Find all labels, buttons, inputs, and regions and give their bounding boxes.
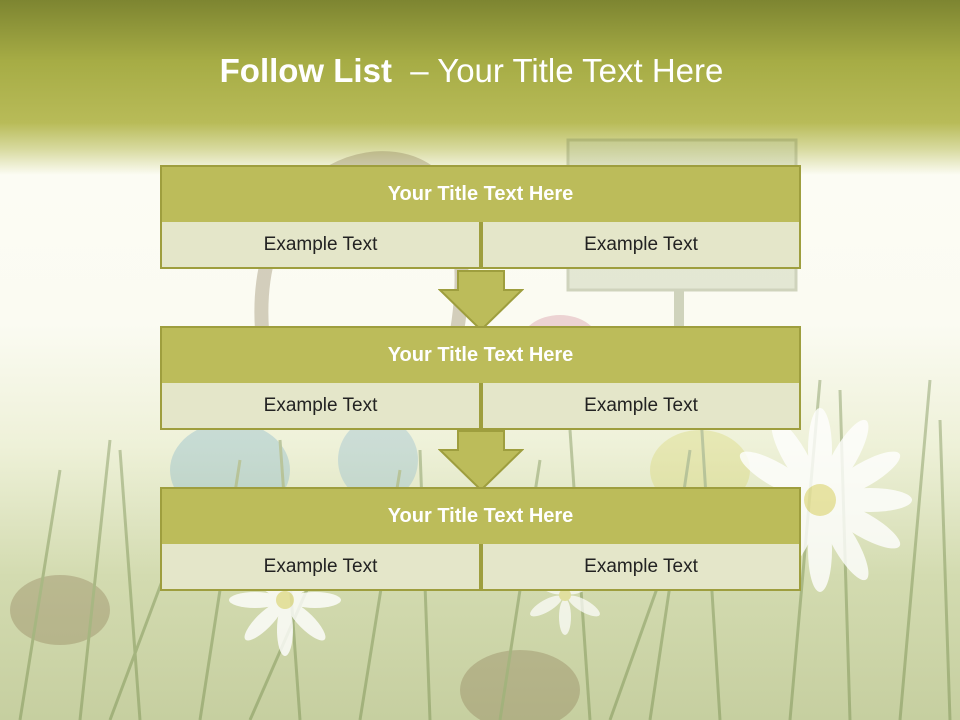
block-cell-right: Example Text xyxy=(481,544,801,591)
easter-egg xyxy=(10,575,110,645)
slide-title-rest: – Your Title Text Here xyxy=(391,52,724,89)
process-block-3[interactable]: Your Title Text Here Example Text Exampl… xyxy=(160,487,801,593)
block-cell-left: Example Text xyxy=(160,544,481,591)
block-cell-left: Example Text xyxy=(160,383,481,430)
block-cell-left: Example Text xyxy=(160,222,481,269)
down-arrow-icon xyxy=(438,270,524,332)
process-block-1[interactable]: Your Title Text Here Example Text Exampl… xyxy=(160,165,801,271)
header-band xyxy=(0,0,960,175)
slide-title-bold: Follow List xyxy=(219,52,392,89)
block-cell-right: Example Text xyxy=(481,222,801,269)
block-title: Your Title Text Here xyxy=(160,326,801,385)
block-title: Your Title Text Here xyxy=(160,165,801,224)
easter-egg xyxy=(460,650,580,720)
process-block-2[interactable]: Your Title Text Here Example Text Exampl… xyxy=(160,326,801,432)
slide-title: Follow List – Your Title Text Here xyxy=(0,52,943,90)
block-cell-right: Example Text xyxy=(481,383,801,430)
easter-egg xyxy=(338,418,418,502)
down-arrow-icon xyxy=(438,430,524,492)
block-title: Your Title Text Here xyxy=(160,487,801,546)
